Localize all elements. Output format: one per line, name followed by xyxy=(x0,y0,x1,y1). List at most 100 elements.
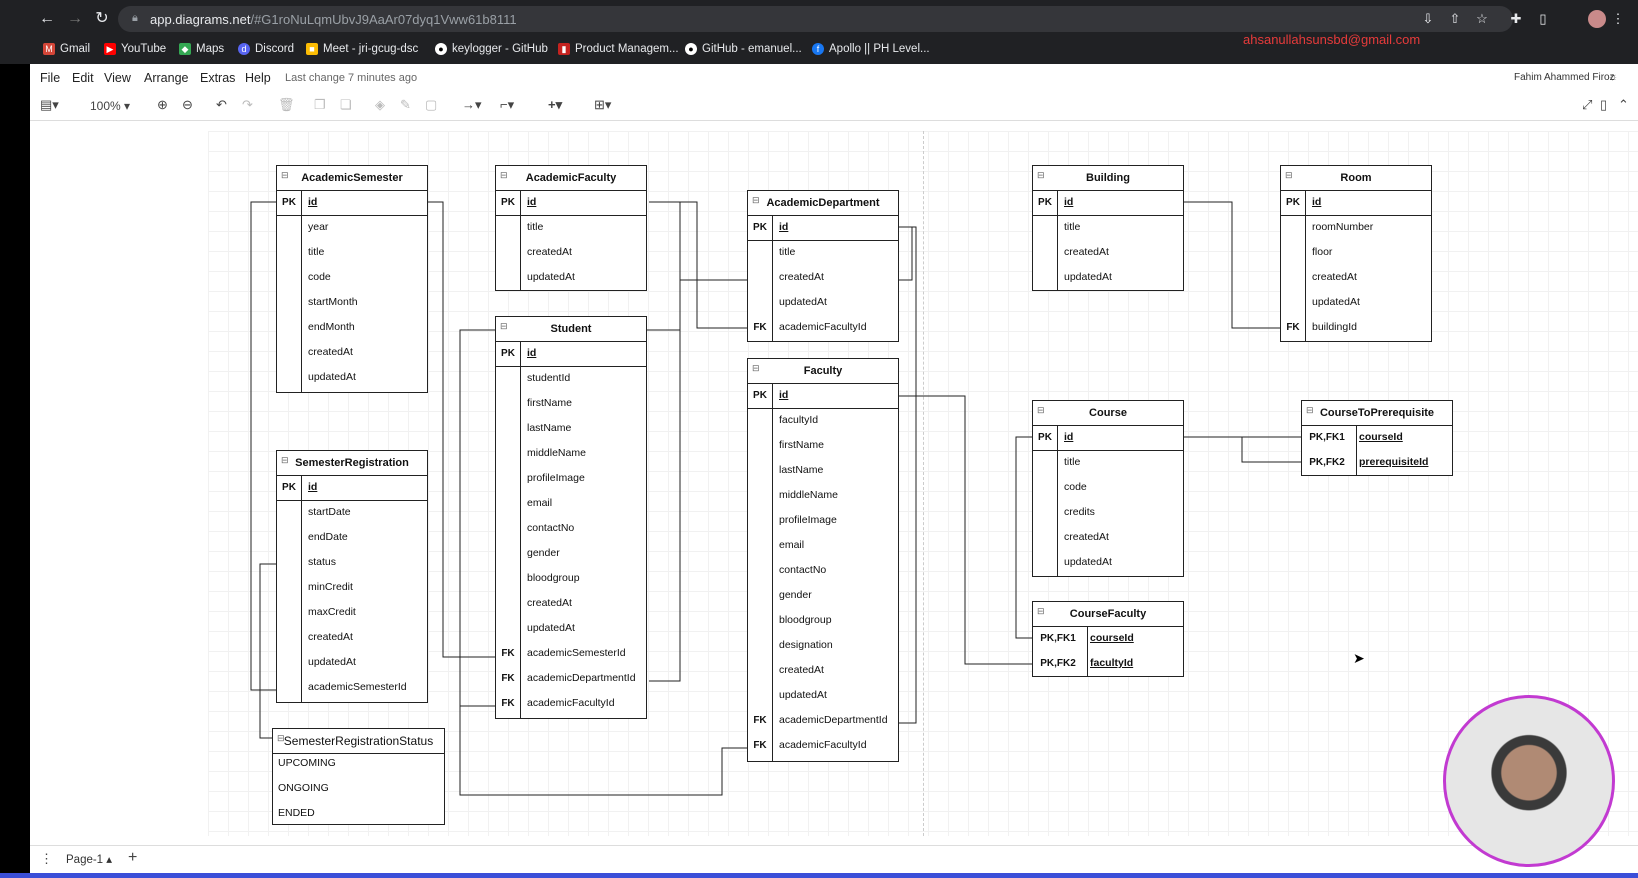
field-row[interactable]: title xyxy=(496,215,646,240)
field-row[interactable]: updatedAt xyxy=(748,290,898,315)
field-row[interactable]: startMonth xyxy=(277,290,427,315)
field-row[interactable]: year xyxy=(277,215,427,240)
field-row[interactable]: middleName xyxy=(496,441,646,466)
sidebar-icon[interactable]: ▯ xyxy=(1539,11,1547,26)
field-row[interactable]: email xyxy=(496,491,646,516)
bookmark-meet[interactable]: ■Meet - jri-gcug-dsc xyxy=(306,43,418,55)
field-row[interactable]: maxCredit xyxy=(277,600,427,625)
field-row[interactable]: createdAt xyxy=(748,265,898,290)
redo-icon[interactable]: ↷ xyxy=(242,97,253,112)
collapse-icon[interactable]: ⊟ xyxy=(752,195,760,205)
field-row[interactable]: bloodgroup xyxy=(496,566,646,591)
fill-color-icon[interactable]: ◈ xyxy=(375,97,385,112)
menu-arrange[interactable]: Arrange xyxy=(144,71,189,85)
page-tab[interactable]: Page-1 ▴ xyxy=(66,854,113,866)
zoom-out-icon[interactable]: ⊖ xyxy=(182,97,193,112)
field-row[interactable]: createdAt xyxy=(1033,240,1183,265)
user-name[interactable]: Fahim Ahammed Firoz xyxy=(1514,72,1615,83)
back-arrow-icon[interactable]: ← xyxy=(39,10,55,27)
field-row[interactable]: createdAt xyxy=(496,240,646,265)
field-row[interactable]: title xyxy=(1033,450,1183,475)
field-row[interactable]: updatedAt xyxy=(1033,265,1183,290)
undo-icon[interactable]: ↶ xyxy=(216,97,227,112)
field-row[interactable]: createdAt xyxy=(748,658,898,683)
shadow-icon[interactable]: ▢ xyxy=(425,97,438,112)
bookmark-youtube[interactable]: ▶YouTube xyxy=(104,43,166,55)
field-row[interactable]: gender xyxy=(748,583,898,608)
collapse-icon[interactable]: ⊟ xyxy=(1037,405,1045,415)
menu-help[interactable]: Help xyxy=(245,71,271,85)
profile-avatar[interactable] xyxy=(1588,10,1606,28)
field-row[interactable]: updatedAt xyxy=(748,683,898,708)
zoom-in-icon[interactable]: ⊕ xyxy=(157,97,168,112)
panel-toggle-icon[interactable]: ▯ xyxy=(1600,97,1608,112)
field-row[interactable]: updatedAt xyxy=(1281,290,1431,315)
field-row[interactable]: updatedAt xyxy=(496,616,646,641)
table-icon[interactable]: ⊞▾ xyxy=(594,97,612,112)
waypoints-icon[interactable]: ⌐▾ xyxy=(500,97,515,112)
field-row[interactable]: updatedAt xyxy=(496,265,646,290)
field-row[interactable]: academicSemesterId xyxy=(277,675,427,700)
collapse-icon[interactable]: ⊟ xyxy=(1037,170,1045,180)
field-row[interactable]: code xyxy=(277,265,427,290)
field-row[interactable]: status xyxy=(277,550,427,575)
pages-menu-icon[interactable]: ⋮ xyxy=(40,851,53,866)
collapse-icon[interactable]: ⊟ xyxy=(1037,606,1045,616)
field-row[interactable]: createdAt xyxy=(1281,265,1431,290)
field-row[interactable]: gender xyxy=(496,541,646,566)
field-row[interactable]: title xyxy=(1033,215,1183,240)
field-row[interactable]: endDate xyxy=(277,525,427,550)
field-row[interactable]: middleName xyxy=(748,483,898,508)
field-row[interactable]: updatedAt xyxy=(1033,550,1183,575)
more-menu-icon[interactable]: ⋮ xyxy=(1611,11,1625,26)
share-icon[interactable]: ⇧ xyxy=(1449,11,1461,26)
bookmark-keylogger[interactable]: ●keylogger - GitHub xyxy=(435,43,548,55)
field-row[interactable]: firstName xyxy=(496,391,646,416)
field-row[interactable]: email xyxy=(748,533,898,558)
field-row[interactable]: credits xyxy=(1033,500,1183,525)
reload-icon[interactable]: ↻ xyxy=(95,10,109,27)
enum-value[interactable]: ONGOING xyxy=(273,776,444,801)
field-row[interactable]: contactNo xyxy=(496,516,646,541)
field-row[interactable]: floor xyxy=(1281,240,1431,265)
insert-icon[interactable]: +▾ xyxy=(548,97,563,112)
field-row[interactable]: bloodgroup xyxy=(748,608,898,633)
field-row[interactable]: firstName xyxy=(748,433,898,458)
field-row[interactable]: lastName xyxy=(748,458,898,483)
last-change-status[interactable]: Last change 7 minutes ago xyxy=(285,72,418,84)
install-icon[interactable]: ⇩ xyxy=(1422,11,1434,26)
to-front-icon[interactable]: ❐ xyxy=(314,97,326,112)
collapse-icon[interactable]: ⊟ xyxy=(500,321,508,331)
to-back-icon[interactable]: ❏ xyxy=(340,97,352,112)
bookmark-maps[interactable]: ◆Maps xyxy=(179,43,224,55)
format-panel-icon[interactable]: ▤▾ xyxy=(40,97,59,112)
field-row[interactable]: createdAt xyxy=(1033,525,1183,550)
forward-arrow-icon[interactable]: → xyxy=(67,10,83,27)
field-row[interactable]: profileImage xyxy=(748,508,898,533)
connection-icon[interactable]: →▾ xyxy=(462,97,482,112)
delete-icon[interactable]: 🗑︎ xyxy=(278,97,295,112)
settings-icon[interactable]: ☼ xyxy=(1608,71,1619,83)
enum-value[interactable]: ENDED xyxy=(273,801,444,826)
